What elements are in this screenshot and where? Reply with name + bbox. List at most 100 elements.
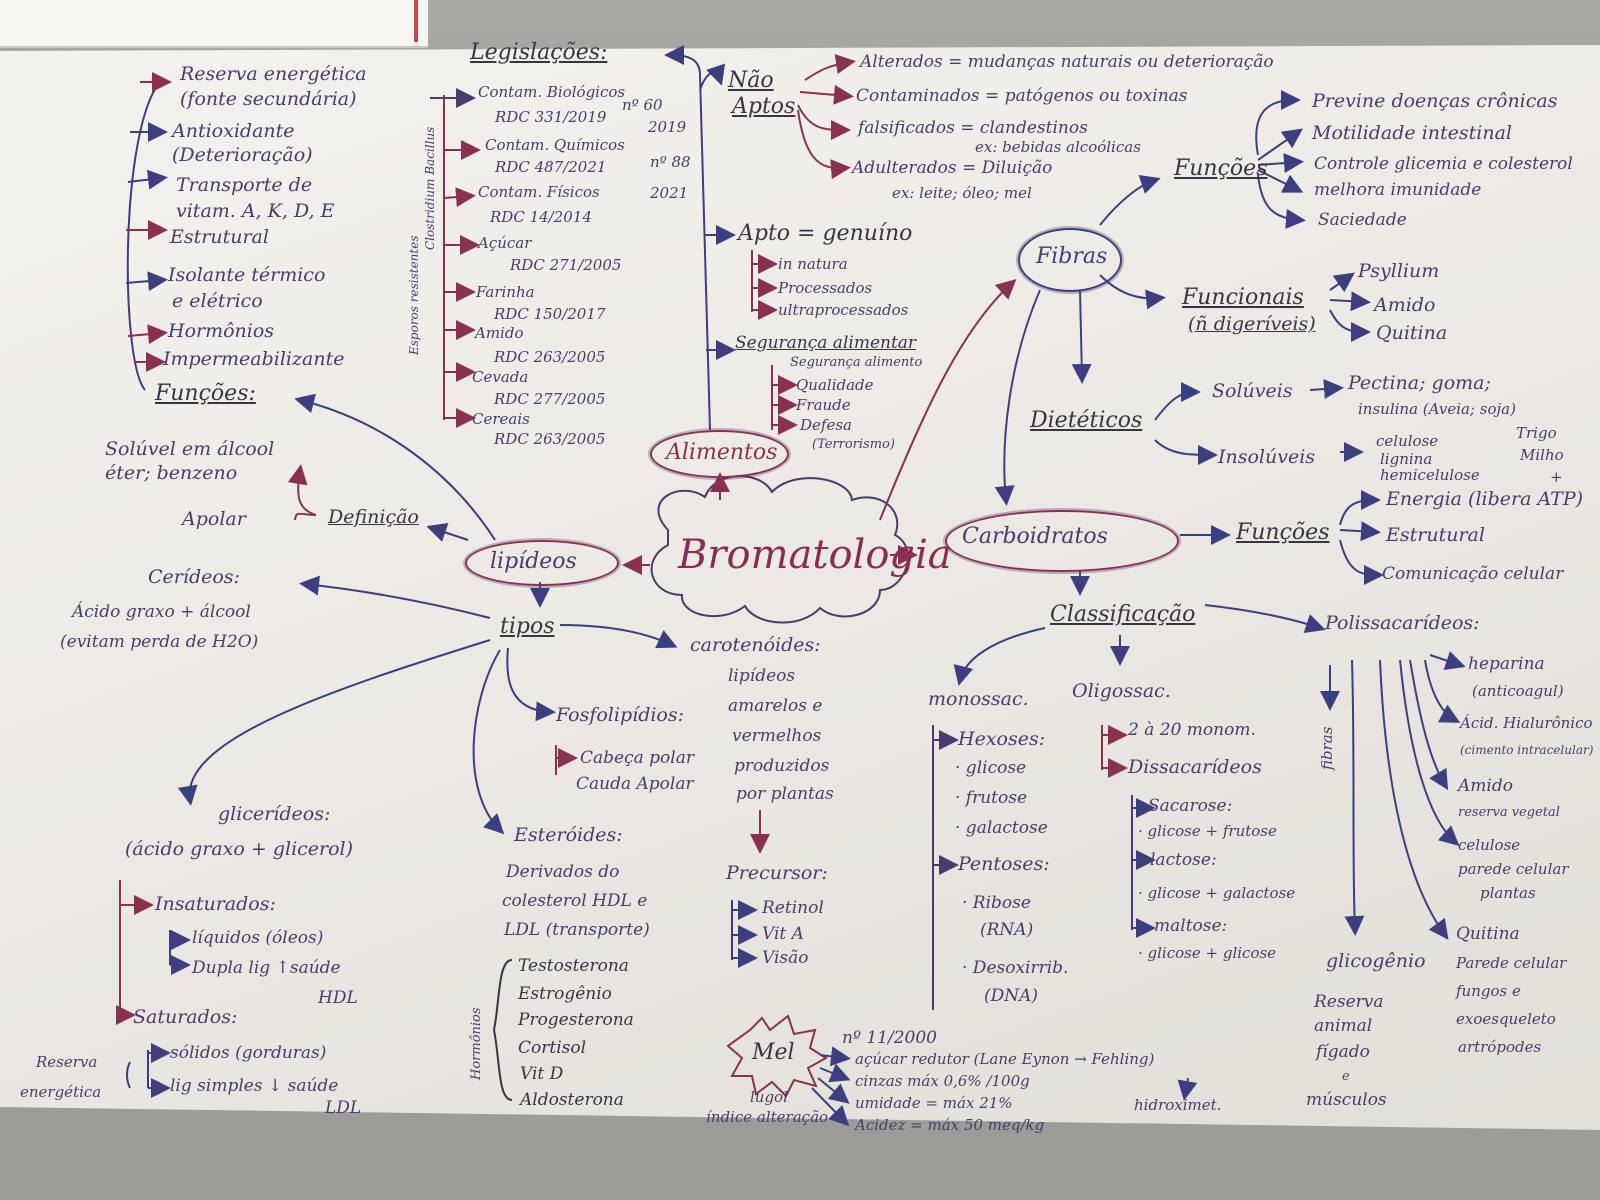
esteroides-line: Derivados do: [506, 862, 620, 882]
legislacao-item: RDC 263/2005: [494, 430, 606, 448]
dissac-item: Sacarose:: [1148, 796, 1233, 816]
nao-apto-item: ex: bebidas alcoólicas: [975, 138, 1141, 156]
card-corner: [0, 0, 428, 48]
carotenoides-line: produzidos: [734, 756, 830, 776]
insaturados-title: Insaturados:: [155, 893, 276, 915]
polissac-item: Ácid. Hialurônico: [1460, 714, 1593, 732]
saturados-item: lig simples ↓ saúde: [170, 1076, 339, 1096]
definicao-item: Solúvel em álcool: [105, 438, 275, 460]
nao-apto-item: Alterados = mudanças naturais ou deterio…: [860, 52, 1274, 72]
hormonio-item: Estrogênio: [518, 984, 612, 1004]
legislacao-item: RDC 277/2005: [494, 390, 606, 408]
fibras-funcao-item: Motilidade intestinal: [1312, 122, 1512, 144]
esteroides-title: Esteróides:: [514, 824, 623, 846]
dissac-item: · glicose + frutose: [1138, 822, 1277, 840]
oligossac-item: 2 à 20 monom.: [1128, 720, 1256, 740]
hormonio-item: Cortisol: [518, 1038, 587, 1058]
soluveis-title: Solúveis: [1212, 380, 1293, 402]
nao-apto-item: Contaminados = patógenos ou toxinas: [856, 86, 1188, 106]
legislacao-item: Cevada: [472, 368, 529, 386]
carotenoides-line: amarelos e: [728, 696, 823, 716]
saturados-item: LDL: [325, 1098, 362, 1118]
legislacao-item: RDC 487/2021: [495, 158, 607, 176]
legislacoes-title: Legislações:: [470, 40, 608, 65]
hormonio-item: Testosterona: [518, 956, 629, 976]
carotenoides-line: vermelhos: [732, 726, 822, 746]
lipid-funcao-item: Isolante térmico: [168, 264, 326, 286]
pentose-item: (RNA): [980, 920, 1034, 940]
hormonio-item: Progesterona: [518, 1010, 634, 1030]
funcionais-item: Psyllium: [1358, 260, 1440, 282]
legislacao-note: nº 60: [622, 96, 663, 114]
dissac-item: lactose:: [1150, 850, 1217, 870]
node-lipideos: lipídeos: [490, 549, 577, 574]
lipid-funcao-item: Antioxidante: [172, 120, 295, 142]
insoluveis-title: Insolúveis: [1218, 446, 1316, 468]
fosfolipidios-item: Cabeça polar: [580, 748, 694, 768]
hexose-item: · galactose: [955, 818, 1048, 838]
lipid-funcao-item: (fonte secundária): [180, 88, 357, 110]
reserva-energetica-note: energética: [20, 1083, 102, 1101]
polissac-item: Quitina: [1456, 924, 1520, 944]
dissac-item: · glicose + glicose: [1138, 944, 1277, 962]
legislacao-note: nº 88: [650, 153, 691, 171]
gliceridios-title: glicerídeos:: [218, 803, 331, 825]
legislacao-item: Amido: [475, 324, 524, 342]
polissac-item: glicogênio: [1326, 950, 1426, 972]
dissac-item: maltose:: [1154, 916, 1228, 936]
legislacao-item: Contam. Físicos: [478, 183, 600, 201]
carotenoides-line: lipídeos: [728, 666, 796, 686]
legislacao-note: 2021: [650, 184, 689, 202]
tipos-title: tipos: [500, 614, 555, 639]
definicao-item: Apolar: [182, 508, 246, 530]
fosfolipidios-title: Fosfolipídios:: [556, 704, 685, 726]
polissac-item: animal: [1314, 1016, 1373, 1036]
polissac-item: celulose: [1458, 836, 1521, 854]
legislacao-item: Açúcar: [478, 234, 532, 252]
carb-funcao-item: Energia (libera ATP): [1386, 488, 1584, 510]
ceridios-line: Ácido graxo + álcool: [72, 602, 251, 622]
legislacao-item: RDC 14/2014: [490, 208, 592, 226]
lipid-funcao-item: (Deterioração): [172, 144, 313, 166]
definicao-item: éter; benzeno: [105, 462, 238, 484]
dissac-item: · glicose + galactose: [1138, 884, 1296, 902]
center-title: Bromatologia: [678, 532, 952, 578]
polissac-item: Parede celular: [1456, 954, 1567, 972]
polissac-item: (anticoagul): [1472, 682, 1564, 700]
mel-norm: nº 11/2000: [842, 1028, 937, 1048]
gliceridios-def: (ácido graxo + glicerol): [125, 838, 354, 860]
polissac-item: artrópodes: [1458, 1038, 1542, 1056]
ceridios-line: (evitam perda de H2O): [60, 632, 259, 652]
lipid-funcao-item: Transporte de: [176, 174, 313, 196]
insoluveis-note: Milho: [1520, 446, 1564, 464]
carb-funcao-item: Estrutural: [1386, 524, 1485, 546]
nao-apto-item: ex: leite; óleo; mel: [892, 184, 1032, 202]
polissac-item: Reserva: [1314, 992, 1384, 1012]
insaturados-item: líquidos (óleos): [192, 928, 324, 948]
polissac-item: fígado: [1316, 1042, 1370, 1062]
carb-funcoes-title: Funções: [1236, 520, 1330, 545]
polissac-side: fibras: [1318, 726, 1336, 770]
polissac-item: e: [1342, 1069, 1350, 1084]
apto-item: Processados: [778, 279, 873, 297]
classificacao-title: Classificação: [1050, 602, 1196, 627]
hexose-item: · frutose: [955, 788, 1028, 808]
legislacao-item: Cereais: [472, 410, 530, 428]
node-alimentos: Alimentos: [666, 440, 778, 465]
soluveis-item: insulina (Aveia; soja): [1358, 400, 1516, 418]
node-oval-carboidratos: [945, 510, 1179, 572]
ceridios-title: Cerídeos:: [148, 566, 240, 588]
pentose-item: · Desoxirrib.: [962, 958, 1069, 978]
polissac-item: heparina: [1468, 654, 1545, 674]
mel-title: Mel: [752, 1040, 795, 1065]
legislacao-item: RDC 263/2005: [494, 348, 606, 366]
legislacao-note: 2019: [648, 118, 687, 136]
hexose-item: · glicose: [955, 758, 1027, 778]
insaturados-item: Dupla lig ↑saúde: [192, 958, 341, 978]
funcionais-item: Amido: [1374, 294, 1436, 316]
esteroides-line: colesterol HDL e: [502, 891, 648, 911]
fibras-funcoes-title: Funções: [1174, 156, 1268, 181]
seguranca-item: Defesa: [800, 416, 852, 434]
polissac-item: Amido: [1458, 776, 1513, 796]
